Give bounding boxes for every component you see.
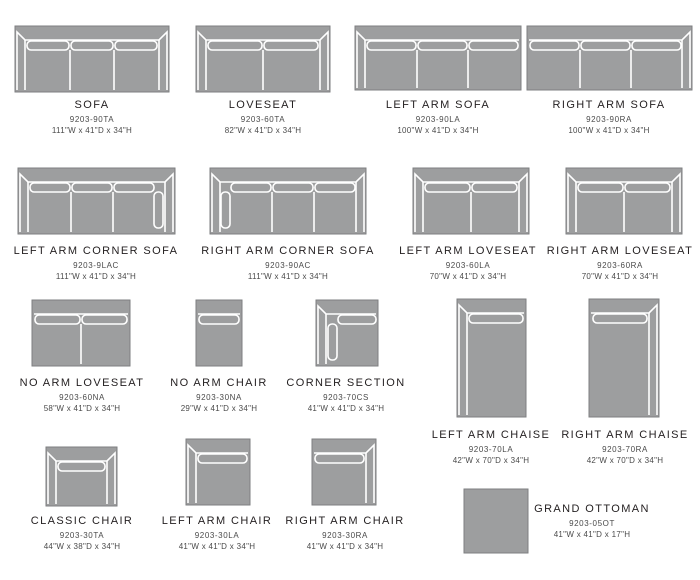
- piece-dimensions: 29"W x 41"D x 34"H: [180, 404, 258, 413]
- left-arm-sofa-diagram: [354, 25, 522, 91]
- piece-name: LOVESEAT: [228, 99, 298, 111]
- loveseat-diagram: [195, 25, 331, 93]
- corner-section-diagram: [315, 299, 379, 367]
- piece-sku: 9203-60NA: [59, 393, 105, 402]
- piece-name: NO ARM CHAIR: [170, 377, 268, 389]
- piece-dimensions: 111"W x 41"D x 34"H: [55, 272, 137, 281]
- piece-dimensions: 111"W x 41"D x 34"H: [247, 272, 329, 281]
- piece-dimensions: 42"W x 70"D x 34"H: [586, 456, 664, 465]
- left-arm-corner-sofa-diagram: [17, 167, 176, 235]
- piece-name: RIGHT ARM CHAIR: [285, 515, 405, 527]
- no-arm-chair-diagram: [195, 299, 243, 367]
- piece-dimensions: 70"W x 41"D x 34"H: [429, 272, 507, 281]
- piece-sku: 9203-90LA: [415, 115, 461, 124]
- right-arm-corner-sofa-diagram: [209, 167, 367, 235]
- piece-sku: 9203-05OT: [569, 519, 615, 528]
- caption-left-arm-loveseat: LEFT ARM LOVESEAT 9203-60LA 70"W x 41"D …: [368, 244, 568, 282]
- caption-corner-section: CORNER SECTION 9203-70CS 41"W x 41"D x 3…: [246, 376, 446, 414]
- right-arm-chair-diagram: [311, 438, 377, 506]
- piece-name: GRAND OTTOMAN: [534, 503, 650, 515]
- piece-sku: 9203-70RA: [602, 445, 648, 454]
- right-arm-chaise-diagram: [588, 298, 660, 418]
- classic-chair-diagram: [45, 446, 118, 507]
- piece-dimensions: 100"W x 41"D x 34"H: [568, 126, 650, 135]
- caption-no-arm-chair: NO ARM CHAIR 9203-30NA 29"W x 41"D x 34"…: [119, 376, 319, 414]
- caption-loveseat: LOVESEAT 9203-60TA 82"W x 41"D x 34"H: [163, 98, 363, 136]
- piece-name: CLASSIC CHAIR: [30, 515, 134, 527]
- caption-no-arm-loveseat: NO ARM LOVESEAT 9203-60NA 58"W x 41"D x …: [0, 376, 182, 414]
- piece-sku: 9203-90AC: [265, 261, 311, 270]
- right-arm-sofa-diagram: [526, 25, 693, 91]
- piece-name: LEFT ARM SOFA: [385, 99, 491, 111]
- piece-sku: 9203-30RA: [322, 531, 368, 540]
- caption-right-arm-chair: RIGHT ARM CHAIR 9203-30RA 41"W x 41"D x …: [245, 514, 445, 552]
- piece-dimensions: 58"W x 41"D x 34"H: [43, 404, 121, 413]
- piece-sku: 9203-60TA: [240, 115, 286, 124]
- caption-right-arm-corner-sofa: RIGHT ARM CORNER SOFA 9203-90AC 111"W x …: [188, 244, 388, 282]
- piece-dimensions: 42"W x 70"D x 34"H: [452, 456, 530, 465]
- caption-left-arm-chaise: LEFT ARM CHAISE 9203-70LA 42"W x 70"D x …: [391, 428, 591, 466]
- piece-name: LEFT ARM CHAIR: [161, 515, 273, 527]
- piece-name: RIGHT ARM CORNER SOFA: [201, 245, 375, 257]
- piece-dimensions: 41"W x 41"D x 34"H: [306, 542, 384, 551]
- caption-left-arm-sofa: LEFT ARM SOFA 9203-90LA 100"W x 41"D x 3…: [338, 98, 538, 136]
- piece-sku: 9203-60RA: [597, 261, 643, 270]
- piece-dimensions: 82"W x 41"D x 34"H: [224, 126, 302, 135]
- piece-name: LEFT ARM CORNER SOFA: [13, 245, 179, 257]
- piece-name: SOFA: [74, 99, 110, 111]
- piece-dimensions: 41"W x 41"D x 34"H: [178, 542, 256, 551]
- sofa-diagram: [14, 25, 170, 93]
- caption-right-arm-sofa: RIGHT ARM SOFA 9203-90RA 100"W x 41"D x …: [509, 98, 700, 136]
- piece-dimensions: 111"W x 41"D x 34"H: [51, 126, 133, 135]
- caption-left-arm-chair: LEFT ARM CHAIR 9203-30LA 41"W x 41"D x 3…: [117, 514, 317, 552]
- piece-sku: 9203-30TA: [59, 531, 105, 540]
- piece-dimensions: 41"W x 41"D x 17"H: [553, 530, 631, 539]
- piece-sku: 9203-9LAC: [73, 261, 119, 270]
- piece-sku: 9203-30LA: [194, 531, 240, 540]
- piece-dimensions: 44"W x 38"D x 34"H: [43, 542, 121, 551]
- piece-dimensions: 41"W x 41"D x 34"H: [307, 404, 385, 413]
- piece-name: RIGHT ARM SOFA: [552, 99, 666, 111]
- piece-name: LEFT ARM CHAISE: [431, 429, 551, 441]
- grand-ottoman-diagram: [463, 488, 529, 554]
- piece-name: RIGHT ARM CHAISE: [561, 429, 689, 441]
- caption-right-arm-chaise: RIGHT ARM CHAISE 9203-70RA 42"W x 70"D x…: [525, 428, 700, 466]
- piece-dimensions: 100"W x 41"D x 34"H: [397, 126, 479, 135]
- no-arm-loveseat-diagram: [31, 299, 131, 367]
- piece-sku: 9203-70CS: [323, 393, 369, 402]
- piece-name: CORNER SECTION: [286, 377, 406, 389]
- caption-classic-chair: CLASSIC CHAIR 9203-30TA 44"W x 38"D x 34…: [0, 514, 182, 552]
- piece-sku: 9203-60LA: [445, 261, 491, 270]
- caption-left-arm-corner-sofa: LEFT ARM CORNER SOFA 9203-9LAC 111"W x 4…: [0, 244, 196, 282]
- piece-dimensions: 70"W x 41"D x 34"H: [581, 272, 659, 281]
- piece-sku: 9203-90TA: [69, 115, 115, 124]
- left-arm-chair-diagram: [185, 438, 251, 506]
- piece-sku: 9203-70LA: [468, 445, 514, 454]
- caption-sofa: SOFA 9203-90TA 111"W x 41"D x 34"H: [0, 98, 192, 136]
- caption-right-arm-loveseat: RIGHT ARM LOVESEAT 9203-60RA 70"W x 41"D…: [520, 244, 700, 282]
- right-arm-loveseat-diagram: [565, 167, 683, 235]
- piece-name: LEFT ARM LOVESEAT: [399, 245, 537, 257]
- left-arm-chaise-diagram: [456, 298, 527, 418]
- left-arm-loveseat-diagram: [412, 167, 530, 235]
- piece-sku: 9203-30NA: [196, 393, 242, 402]
- piece-name: NO ARM LOVESEAT: [19, 377, 145, 389]
- piece-name: RIGHT ARM LOVESEAT: [546, 245, 694, 257]
- piece-sku: 9203-90RA: [586, 115, 632, 124]
- caption-grand-ottoman: GRAND OTTOMAN 9203-05OT 41"W x 41"D x 17…: [492, 502, 692, 540]
